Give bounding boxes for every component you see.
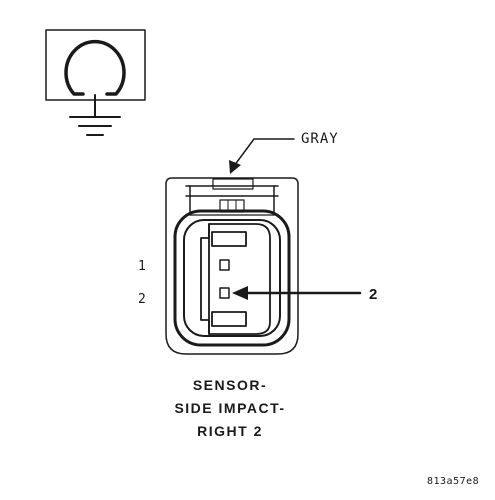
component-name: SENSOR- SIDE IMPACT- RIGHT 2 (150, 374, 310, 443)
component-name-line-2: SIDE IMPACT- (174, 400, 286, 416)
component-name-line-3: RIGHT 2 (197, 423, 263, 439)
connector-body (165, 177, 299, 355)
wire-color-label: GRAY (301, 131, 339, 147)
pin-1 (219, 259, 230, 271)
callout-number: 2 (369, 286, 378, 303)
figure-code: 813a57e8 (427, 476, 480, 487)
component-name-line-1: SENSOR- (192, 377, 268, 393)
gray-wire-leader (229, 138, 295, 174)
ground-symbol-icon (45, 29, 146, 136)
pin-2-label: 2 (138, 292, 146, 307)
pin-1-label: 1 (138, 259, 146, 274)
pin-2 (219, 287, 230, 299)
callout-arrow (232, 286, 362, 300)
